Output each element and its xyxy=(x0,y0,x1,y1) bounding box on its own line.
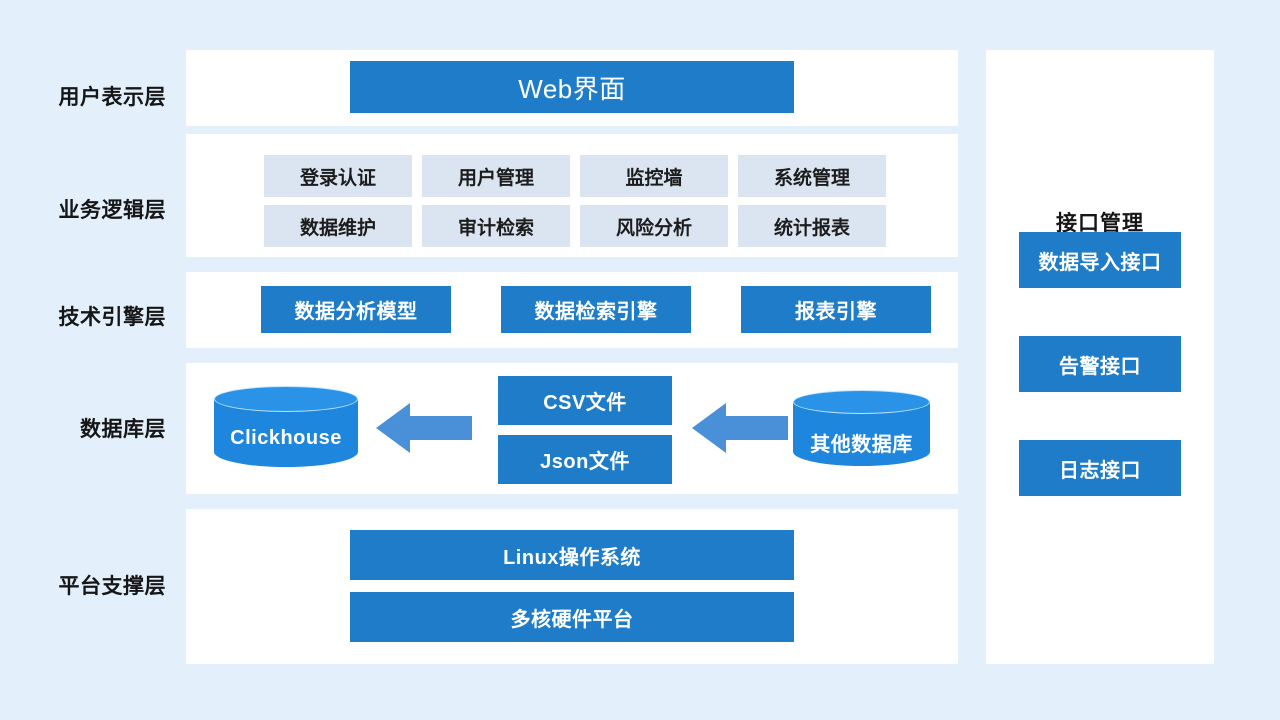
cylinder-other-database[interactable]: 其他数据库 xyxy=(793,390,930,466)
arrow-left-to-clickhouse xyxy=(376,403,472,453)
panel-business-layer: 登录认证 用户管理 监控墙 系统管理 数据维护 审计检索 风险分析 统计报表 xyxy=(186,134,958,257)
box-alarm-interface[interactable]: 告警接口 xyxy=(1019,336,1181,392)
tile-statistics-report[interactable]: 统计报表 xyxy=(738,205,886,247)
layer-label-engine: 技术引擎层 xyxy=(58,306,166,329)
box-data-analysis-model[interactable]: 数据分析模型 xyxy=(261,286,451,333)
tile-user-management[interactable]: 用户管理 xyxy=(422,155,570,197)
box-data-search-engine[interactable]: 数据检索引擎 xyxy=(501,286,691,333)
layer-label-business: 业务逻辑层 xyxy=(58,199,166,222)
box-json-file[interactable]: Json文件 xyxy=(498,435,672,484)
cylinder-other-database-label: 其他数据库 xyxy=(810,434,913,456)
box-linux-os[interactable]: Linux操作系统 xyxy=(350,530,794,580)
box-data-import-interface[interactable]: 数据导入接口 xyxy=(1019,232,1181,288)
box-report-engine[interactable]: 报表引擎 xyxy=(741,286,931,333)
panel-interface-management: 接口管理 数据导入接口 告警接口 日志接口 xyxy=(986,50,1214,664)
box-log-interface[interactable]: 日志接口 xyxy=(1019,440,1181,496)
arrow-left-to-files xyxy=(692,403,788,453)
tile-system-management[interactable]: 系统管理 xyxy=(738,155,886,197)
panel-engine-layer: 数据分析模型 数据检索引擎 报表引擎 xyxy=(186,272,958,348)
layer-label-presentation: 用户表示层 xyxy=(58,86,166,109)
cylinder-top-ellipse xyxy=(214,386,358,412)
tile-login-auth[interactable]: 登录认证 xyxy=(264,155,412,197)
tile-risk-analysis[interactable]: 风险分析 xyxy=(580,205,728,247)
panel-database-layer: Clickhouse CSV文件 Json文件 其他数据库 xyxy=(186,363,958,494)
layer-label-platform: 平台支撑层 xyxy=(58,575,166,598)
box-multicore-hardware[interactable]: 多核硬件平台 xyxy=(350,592,794,642)
interface-management-title: 接口管理 xyxy=(1056,212,1144,235)
tile-audit-retrieval[interactable]: 审计检索 xyxy=(422,205,570,247)
panel-platform-layer: Linux操作系统 多核硬件平台 xyxy=(186,509,958,664)
box-web-interface[interactable]: Web界面 xyxy=(350,61,794,113)
box-csv-file[interactable]: CSV文件 xyxy=(498,376,672,425)
tile-monitoring-wall[interactable]: 监控墙 xyxy=(580,155,728,197)
cylinder-top-ellipse xyxy=(793,390,930,414)
tile-data-maintenance[interactable]: 数据维护 xyxy=(264,205,412,247)
panel-presentation-layer: Web界面 xyxy=(186,50,958,126)
cylinder-clickhouse-label: Clickhouse xyxy=(230,427,342,449)
layer-label-database: 数据库层 xyxy=(80,418,166,441)
cylinder-clickhouse[interactable]: Clickhouse xyxy=(214,386,358,467)
